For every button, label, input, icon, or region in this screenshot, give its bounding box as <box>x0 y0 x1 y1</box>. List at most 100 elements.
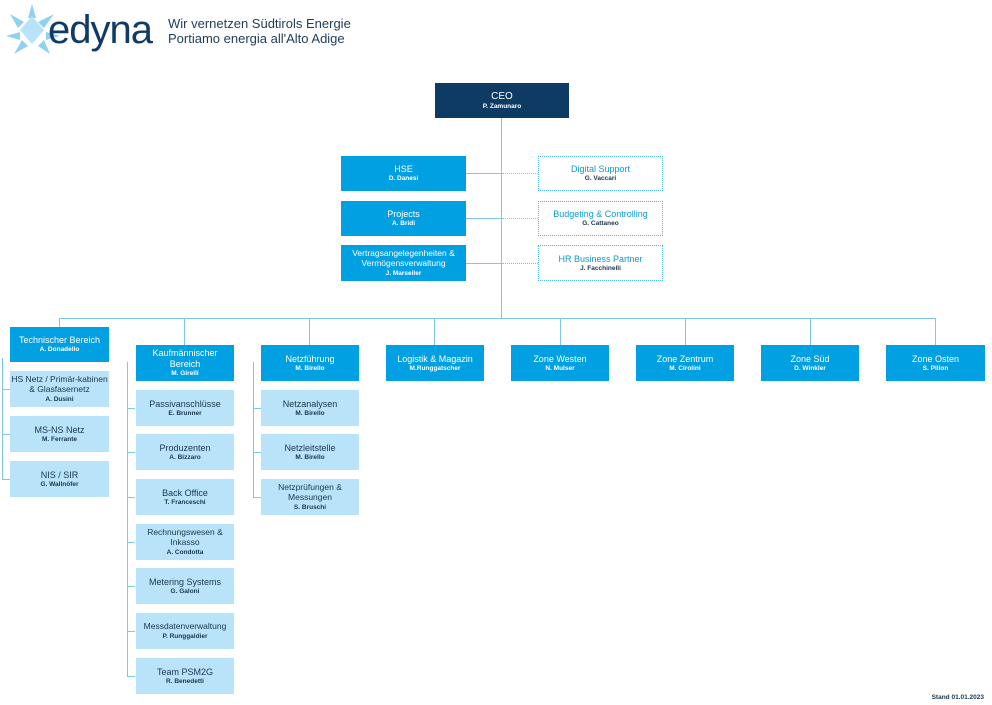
staff-title: Projects <box>387 209 420 220</box>
sub-title: Netzanalysen <box>282 398 338 409</box>
sub-name: M. Ferrante <box>41 435 78 443</box>
ceo-box: CEO P. Zamunaro <box>435 83 569 118</box>
sub-box-netzpruefungen: Netzprüfungen & Messungen S. Bruschi <box>261 479 359 515</box>
connector-dept-4 <box>434 318 435 345</box>
ceo-name: P. Zamunaro <box>482 103 522 111</box>
support-box-hr: HR Business Partner J. Facchinelli <box>538 245 663 281</box>
connector-dept-1 <box>59 318 60 327</box>
sub-box-metering-systems: Metering Systems G. Galoni <box>136 568 234 604</box>
sub-title: NIS / SIR <box>40 469 79 480</box>
staff-box-hse: HSE D. Danesi <box>341 156 466 191</box>
connector-kaufm-sub-6 <box>127 631 135 632</box>
sub-title: Netzleitstelle <box>284 442 336 453</box>
dept-name: N. Mulser <box>545 364 575 372</box>
connector-technischer-sub-1 <box>2 389 10 390</box>
connector-netz-sub-3 <box>253 497 261 498</box>
sub-name: M. Birello <box>295 409 325 417</box>
sub-box-team-psm2g: Team PSM2G R. Benedetti <box>136 658 234 694</box>
sub-box-nis-sir: NIS / SIR G. Wallnöfer <box>10 461 109 497</box>
staff-name: J. Marseiler <box>385 269 422 277</box>
connector-support-1 <box>502 173 538 174</box>
sub-name: G. Galoni <box>170 587 200 595</box>
sub-title: Metering Systems <box>148 576 222 587</box>
sub-name: P. Runggaldier <box>162 632 208 640</box>
staff-name: A. Bridi <box>391 220 416 228</box>
sub-box-messdatenverwaltung: Messdatenverwaltung P. Runggaldier <box>136 613 234 649</box>
dept-name: M. Birello <box>295 364 325 372</box>
sub-name: T. Franceschi <box>164 498 206 506</box>
connector-netz-vertical <box>253 362 254 498</box>
connector-kaufm-sub-2 <box>127 452 135 453</box>
connector-technischer-sub-3 <box>2 479 10 480</box>
connector-kaufm-sub-4 <box>127 542 135 543</box>
tagline-italian: Portiamo energia all'Alto Adige <box>168 31 345 46</box>
dept-title: Technischer Bereich <box>18 335 101 346</box>
sub-title: Messdatenverwaltung <box>143 620 227 631</box>
logo-star-icon <box>6 4 60 54</box>
staff-box-projects: Projects A. Bridi <box>341 201 466 236</box>
sub-name: E. Brunner <box>168 409 202 417</box>
connector-kaufm-vertical <box>127 362 128 677</box>
dept-name: S. Pillon <box>922 364 949 372</box>
connector-main-vertical <box>501 118 502 318</box>
dept-title: Zone Süd <box>790 353 830 364</box>
sub-title: Netzprüfungen & Messungen <box>278 482 342 502</box>
support-title: HR Business Partner <box>558 253 643 264</box>
sub-box-ms-ns-netz: MS-NS Netz M. Ferrante <box>10 416 109 452</box>
dept-title: Kaufmännischer Bereich <box>152 348 218 369</box>
sub-name: S. Bruschi <box>293 503 327 511</box>
connector-support-2 <box>502 218 538 219</box>
support-box-digital: Digital Support G. Vaccari <box>538 156 663 191</box>
sub-box-produzenten: Produzenten A. Bizzaro <box>136 434 234 470</box>
sub-title: Passivanschlüsse <box>149 398 221 409</box>
dept-box-technischer: Technischer Bereich A. Donadello <box>10 327 109 362</box>
tagline-german: Wir vernetzen Südtirols Energie <box>168 16 351 31</box>
dept-box-zone-sued: Zone Süd D. Winkler <box>761 345 859 381</box>
sub-box-netzanalysen: Netzanalysen M. Birello <box>261 390 359 426</box>
connector-kaufm-sub-3 <box>127 497 135 498</box>
connector-kaufm-sub-5 <box>127 586 135 587</box>
sub-name: R. Benedetti <box>166 677 204 685</box>
dept-title: Zone Osten <box>911 353 960 364</box>
connector-departments-horizontal <box>59 318 936 319</box>
staff-name: D. Danesi <box>388 175 419 183</box>
dept-name: D. Winkler <box>794 364 826 372</box>
dept-name: M. Cirolini <box>669 364 701 372</box>
dept-title: Netzführung <box>285 353 335 364</box>
sub-box-back-office: Back Office T. Franceschi <box>136 479 234 515</box>
dept-box-kaufmaennisch: Kaufmännischer Bereich M. Girelli <box>136 345 234 381</box>
sub-name: A. Dusini <box>45 395 74 403</box>
dept-title: Zone Westen <box>533 353 587 364</box>
edyna-logo: edyna <box>4 2 154 58</box>
sub-name: M. Birello <box>295 453 325 461</box>
sub-title: Rechnungswesen & Inkasso <box>147 527 223 547</box>
connector-staff-1 <box>466 173 501 174</box>
ceo-title: CEO <box>491 90 513 102</box>
sub-box-hs-netz: HS Netz / Primär-kabinen & Glasfasernetz… <box>10 371 109 407</box>
connector-support-3 <box>502 263 538 264</box>
stand-date-label: Stand 01.01.2023 <box>931 694 984 701</box>
connector-dept-3 <box>309 318 310 345</box>
connector-kaufm-sub-7 <box>127 676 135 677</box>
support-name: G. Cattaneo <box>582 220 619 228</box>
staff-box-vertrag: Vertragsangelegenheiten & Vermögensverwa… <box>341 245 466 281</box>
sub-title: Team PSM2G <box>156 666 214 677</box>
sub-box-rechnungswesen: Rechnungswesen & Inkasso A. Condotta <box>136 524 234 560</box>
connector-staff-2 <box>466 218 501 219</box>
connector-dept-2 <box>184 318 185 345</box>
sub-box-passivanschluesse: Passivanschlüsse E. Brunner <box>136 390 234 426</box>
dept-name: M. Girelli <box>171 370 199 378</box>
support-name: G. Vaccari <box>584 175 617 183</box>
sub-name: G. Wallnöfer <box>40 480 79 488</box>
support-name: J. Facchinelli <box>580 264 621 272</box>
sub-box-netzleitstelle: Netzleitstelle M. Birello <box>261 434 359 470</box>
dept-box-zone-osten: Zone Osten S. Pillon <box>886 345 985 381</box>
support-title: Digital Support <box>570 164 631 175</box>
dept-box-logistik: Logistik & Magazin M.Runggatscher <box>386 345 484 381</box>
connector-staff-3 <box>466 263 501 264</box>
sub-title: Produzenten <box>159 442 211 453</box>
support-box-budgeting: Budgeting & Controlling G. Cattaneo <box>538 201 663 236</box>
dept-title: Logistik & Magazin <box>397 353 473 364</box>
support-title: Budgeting & Controlling <box>553 209 648 220</box>
dept-name: A. Donadello <box>39 346 80 354</box>
